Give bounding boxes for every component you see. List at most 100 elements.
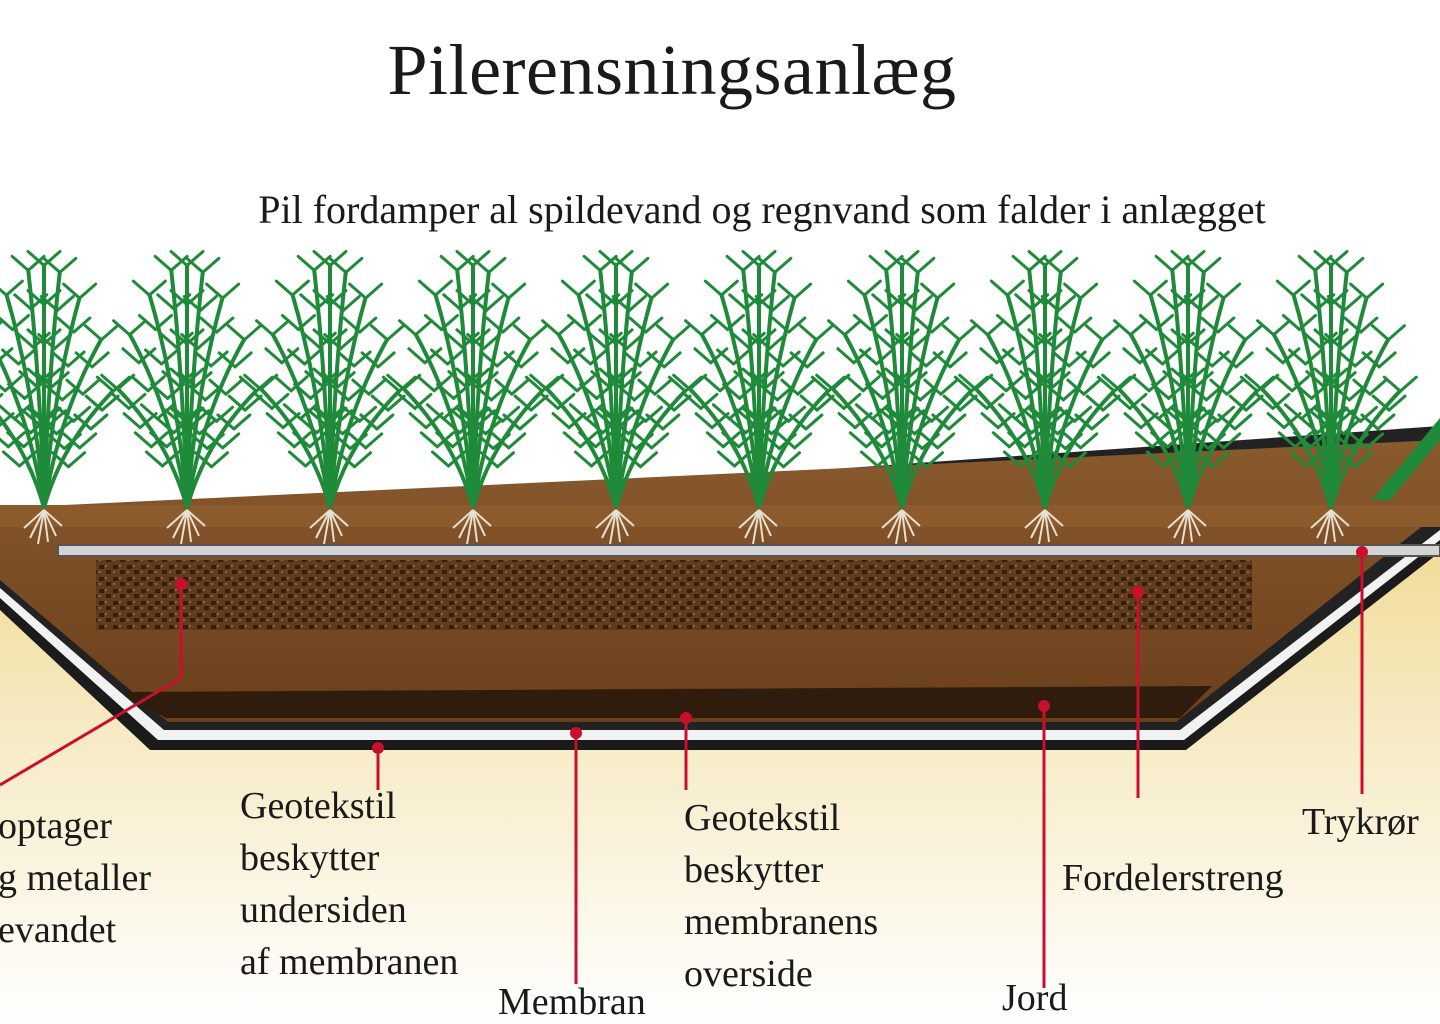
willow-leaf [1063,432,1083,450]
willow-leaf [312,254,332,272]
willow-leaf [645,413,665,431]
willow-leaf [1014,417,1034,435]
willow-leaf [1200,316,1220,334]
willow-leaf [20,408,40,426]
willow-leaf [296,254,316,272]
willow-leaf [473,384,493,402]
willow-leaf [1338,451,1357,469]
willow-leaf [1091,351,1111,369]
willow-leaf [484,294,504,312]
willow-leaf [529,373,549,391]
willow-leaf [72,316,92,334]
willow-leaf [17,348,37,366]
willow-root [43,509,63,527]
willow-leaf [1255,392,1275,410]
willow-leaf [684,319,704,337]
willow-leaf [1202,256,1222,274]
willow-leaf [342,405,362,423]
willow-leaf [320,371,340,389]
willow-leaf [370,394,390,412]
willow-leaf [638,350,658,368]
willow-leaf [878,408,898,426]
willow-leaf [1147,375,1167,393]
willow-leaf [187,384,207,402]
willow-leaf [709,347,729,365]
willow-leaf [199,316,219,334]
willow-leaf [312,328,332,346]
willow-leaf [1170,328,1190,346]
willow-leaf [419,431,439,449]
willow-leaf [1225,378,1245,396]
willow-leaf [3,375,23,393]
willow-leaf [953,375,973,393]
willow-leaf [1186,256,1206,274]
willow-leaf [471,256,491,274]
willow-leaf [111,392,131,410]
willow-leaf [942,394,962,412]
willow-plants [0,249,1418,545]
willow-stem [0,415,46,509]
willow-leaf [1321,371,1341,389]
willow-root [186,509,192,543]
willow-leaf [578,431,598,449]
willow-leaf [1079,432,1099,450]
willow-root [1044,509,1064,527]
willow-leaf [1045,384,1065,402]
willow-root [1181,509,1189,545]
willow-leaf [1209,378,1229,396]
willow-leaf [1016,331,1036,349]
willow-leaf [728,293,748,311]
willow-leaf [1206,432,1226,450]
willow-leaf [455,249,475,267]
willow-leaf [293,382,313,400]
willow-leaf [0,319,5,326]
willow-leaf [468,294,488,312]
willow-leaf [449,408,469,426]
willow-leaf [787,316,807,334]
willow-leaf [611,294,631,312]
willow-leaf [224,378,244,396]
willow-leaf [1343,316,1363,334]
willow-leaf [51,451,70,469]
willow-leaf [628,316,648,334]
willow-leaf [773,256,793,274]
willow-leaf [146,375,166,393]
willow-leaf [26,254,46,272]
willow-leaf [1300,417,1320,435]
willow-leaf [193,350,213,368]
willow-stem [42,337,104,509]
willow-leaf [560,279,580,297]
willow-stem [900,337,962,509]
willow-root [1044,509,1050,543]
willow-leaf [757,256,777,274]
willow-leaf [541,319,561,337]
willow-leaf [884,254,904,272]
willow-root [323,509,331,545]
willow-leaf [169,328,189,346]
willow-root [23,509,45,529]
willow-leaf [364,282,384,300]
willow-stem [1186,388,1260,509]
willow-leaf [1291,279,1311,297]
willow-root [452,509,474,529]
pointer-dot-geotextile-under [372,742,384,754]
willow-root [758,509,778,527]
willow-root [37,509,45,545]
willow-leaf [749,371,769,389]
willow-leaf [1360,413,1380,431]
willow-root [1187,509,1207,527]
willow-leaf [852,314,872,332]
willow-leaf [590,450,609,468]
willow-leaf [1304,348,1324,366]
willow-leaf [299,417,319,435]
willow-leaf [566,347,586,365]
willow-root [738,509,760,529]
willow-leaf [667,375,687,393]
willow-leaf [1084,324,1104,342]
willow-leaf [699,392,719,410]
willow-leaf [1112,392,1132,410]
willow-leaf [264,347,284,365]
willow-stem [614,337,676,509]
willow-leaf [90,351,110,369]
label-membrane: Membran [498,981,646,1023]
